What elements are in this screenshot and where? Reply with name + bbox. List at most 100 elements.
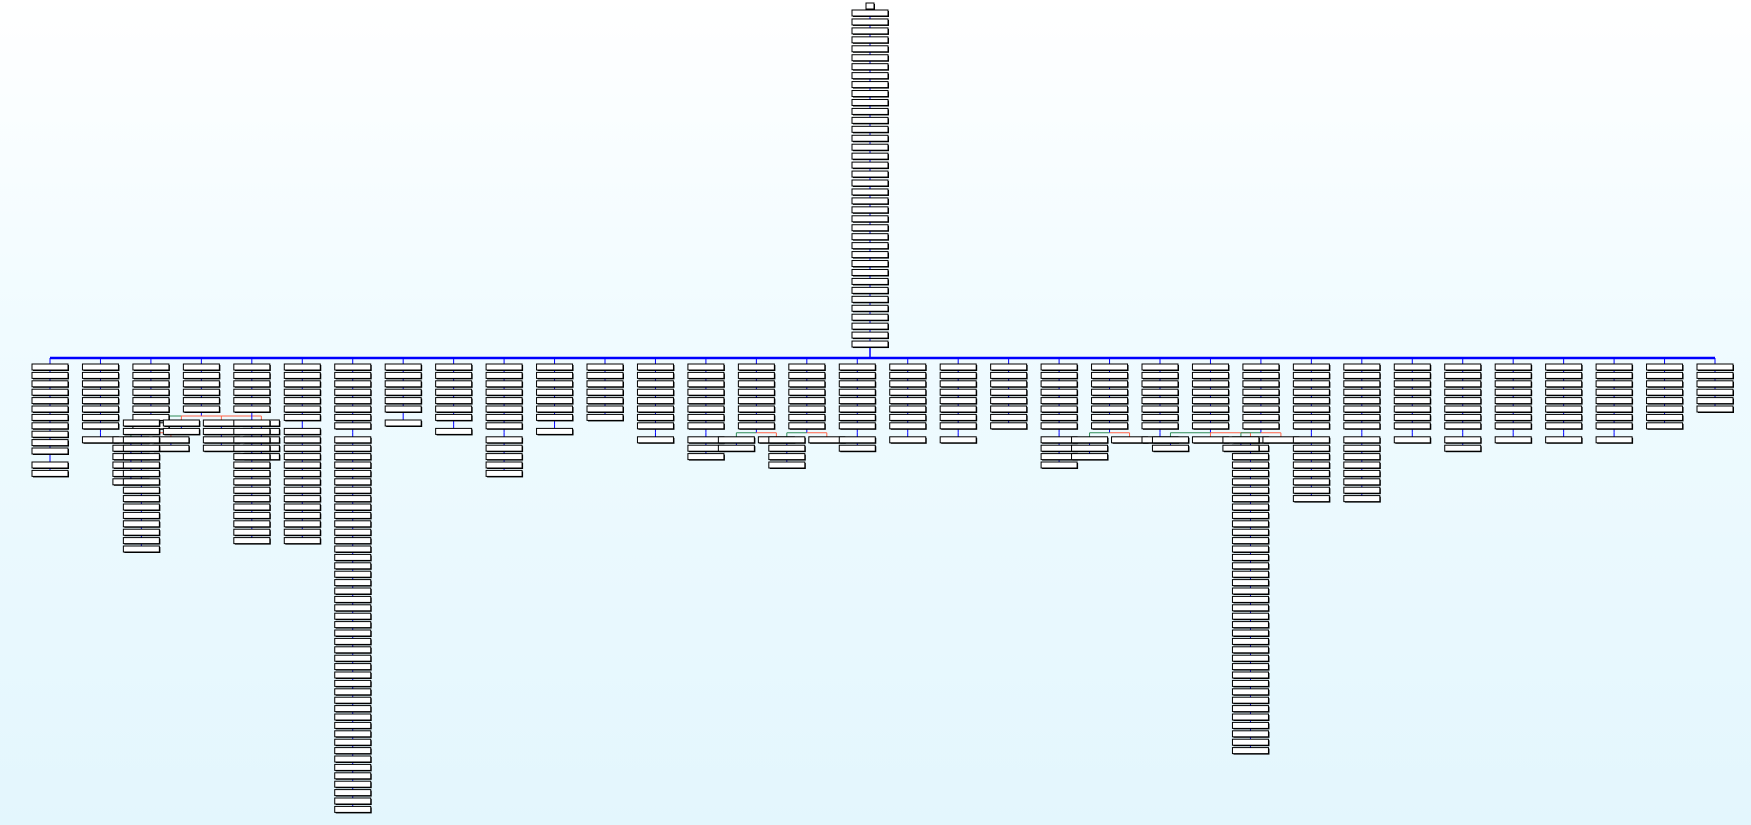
case-23-sub-2-block-15[interactable] xyxy=(1231,562,1269,570)
root-block-21[interactable] xyxy=(851,197,889,205)
case-21-block-7[interactable] xyxy=(1091,422,1129,430)
case-23-sub-2-block-10[interactable] xyxy=(1231,520,1269,528)
case-23-block-1[interactable] xyxy=(1191,371,1229,379)
case-24-block-7[interactable] xyxy=(1242,422,1280,430)
root-block-36[interactable] xyxy=(851,331,889,339)
case-25-sub-0-block-4[interactable] xyxy=(1292,469,1330,477)
case-6-block-7[interactable] xyxy=(334,422,372,430)
root-block-25[interactable] xyxy=(851,233,889,241)
case-0-block-7[interactable] xyxy=(31,422,69,430)
case-25-sub-0-block-7[interactable] xyxy=(1292,495,1330,503)
case-3-block-1[interactable] xyxy=(182,371,220,379)
case-22-block-7[interactable] xyxy=(1141,422,1179,430)
case-30-block-2[interactable] xyxy=(1545,380,1583,388)
case-1-block-5[interactable] xyxy=(81,405,119,413)
case-12-block-6[interactable] xyxy=(636,413,674,421)
case-23-block-2[interactable] xyxy=(1191,380,1229,388)
case-33-block-3[interactable] xyxy=(1696,388,1734,396)
case-13-block-4[interactable] xyxy=(687,397,725,405)
case-16-block-0[interactable] xyxy=(838,363,876,371)
root-block-37[interactable] xyxy=(851,340,889,348)
case-9-sub-0-block-4[interactable] xyxy=(485,469,523,477)
case-3-sub-0-block-11[interactable] xyxy=(122,511,160,519)
case-6-sub-0-block-44[interactable] xyxy=(334,805,372,813)
root-block-12[interactable] xyxy=(851,116,889,124)
case-8-block-0[interactable] xyxy=(435,363,473,371)
case-6-sub-0-block-29[interactable] xyxy=(334,679,372,687)
case-23-sub-2-block-2[interactable] xyxy=(1231,453,1269,461)
root-block-33[interactable] xyxy=(851,304,889,312)
case-15-block-1[interactable] xyxy=(788,371,826,379)
case-6-sub-0-block-24[interactable] xyxy=(334,637,372,645)
case-6-sub-0-block-3[interactable] xyxy=(334,461,372,469)
case-6-sub-0-block-6[interactable] xyxy=(334,486,372,494)
case-14-block-4[interactable] xyxy=(737,397,775,405)
case-0-block-10[interactable] xyxy=(31,447,69,455)
case-6-sub-0-block-43[interactable] xyxy=(334,797,372,805)
case-5-sub-0-block-9[interactable] xyxy=(283,503,321,511)
case-21-block-1[interactable] xyxy=(1091,371,1129,379)
case-4-sub-0-block-7[interactable] xyxy=(233,478,271,486)
case-12-block-2[interactable] xyxy=(636,380,674,388)
case-27-block-5[interactable] xyxy=(1393,405,1431,413)
case-6-sub-0-block-18[interactable] xyxy=(334,587,372,595)
case-19-block-0[interactable] xyxy=(990,363,1028,371)
case-5-sub-0-block-11[interactable] xyxy=(283,520,321,528)
case-24-block-5[interactable] xyxy=(1242,405,1280,413)
case-9-sub-0-block-0[interactable] xyxy=(485,436,523,444)
case-3-sub-0-block-1[interactable] xyxy=(122,427,160,435)
case-5-sub-0-block-4[interactable] xyxy=(283,461,321,469)
case-19-block-1[interactable] xyxy=(990,371,1028,379)
case-28-sub-0-block-1[interactable] xyxy=(1444,444,1482,452)
case-20-block-7[interactable] xyxy=(1040,422,1078,430)
case-3-sub-0-block-3[interactable] xyxy=(122,444,160,452)
case-5-sub-0-block-1[interactable] xyxy=(283,436,321,444)
case-23-sub-2-block-34[interactable] xyxy=(1231,721,1269,729)
case-15-block-7[interactable] xyxy=(788,422,826,430)
case-3-sub-0-block-15[interactable] xyxy=(122,545,160,553)
root-block-11[interactable] xyxy=(851,107,889,115)
case-3-sub-0-block-0[interactable] xyxy=(122,419,160,427)
root-block-32[interactable] xyxy=(851,295,889,303)
case-10-sub-0-block-0[interactable] xyxy=(536,427,574,435)
case-25-block-6[interactable] xyxy=(1292,413,1330,421)
case-6-sub-0-block-13[interactable] xyxy=(334,545,372,553)
case-27-block-7[interactable] xyxy=(1393,422,1431,430)
case-18-block-2[interactable] xyxy=(939,380,977,388)
case-6-sub-0-block-2[interactable] xyxy=(334,453,372,461)
case-17-block-3[interactable] xyxy=(889,388,927,396)
case-6-sub-0-block-23[interactable] xyxy=(334,629,372,637)
case-4-sub-0-block-0[interactable] xyxy=(233,419,271,427)
root-block-31[interactable] xyxy=(851,286,889,294)
case-23-sub-2-block-35[interactable] xyxy=(1231,730,1269,738)
case-5-sub-0-block-6[interactable] xyxy=(283,478,321,486)
case-1-block-0[interactable] xyxy=(81,363,119,371)
case-21-block-6[interactable] xyxy=(1091,413,1129,421)
case-27-sub-0-block-0[interactable] xyxy=(1393,436,1431,444)
case-30-block-0[interactable] xyxy=(1545,363,1583,371)
case-13-block-6[interactable] xyxy=(687,413,725,421)
case-30-block-5[interactable] xyxy=(1545,405,1583,413)
case-14-block-0[interactable] xyxy=(737,363,775,371)
case-13-block-2[interactable] xyxy=(687,380,725,388)
case-20-block-3[interactable] xyxy=(1040,388,1078,396)
case-4-sub-0-block-11[interactable] xyxy=(233,511,271,519)
case-28-block-1[interactable] xyxy=(1444,371,1482,379)
case-9-block-5[interactable] xyxy=(485,405,523,413)
case-3-sub-0-block-12[interactable] xyxy=(122,520,160,528)
case-6-sub-0-block-17[interactable] xyxy=(334,579,372,587)
case-23-sub-2-block-23[interactable] xyxy=(1231,629,1269,637)
case-31-block-5[interactable] xyxy=(1595,405,1633,413)
case-17-block-6[interactable] xyxy=(889,413,927,421)
case-16-block-2[interactable] xyxy=(838,380,876,388)
case-7-block-3[interactable] xyxy=(384,388,422,396)
case-6-sub-0-block-37[interactable] xyxy=(334,747,372,755)
case-15-sub-0-block-1[interactable] xyxy=(768,444,806,452)
case-29-block-6[interactable] xyxy=(1494,413,1532,421)
case-5-block-5[interactable] xyxy=(283,405,321,413)
case-26-block-0[interactable] xyxy=(1343,363,1381,371)
case-18-block-6[interactable] xyxy=(939,413,977,421)
case-8-sub-0-block-0[interactable] xyxy=(435,427,473,435)
case-18-block-7[interactable] xyxy=(939,422,977,430)
case-15-sub-0-block-2[interactable] xyxy=(768,453,806,461)
